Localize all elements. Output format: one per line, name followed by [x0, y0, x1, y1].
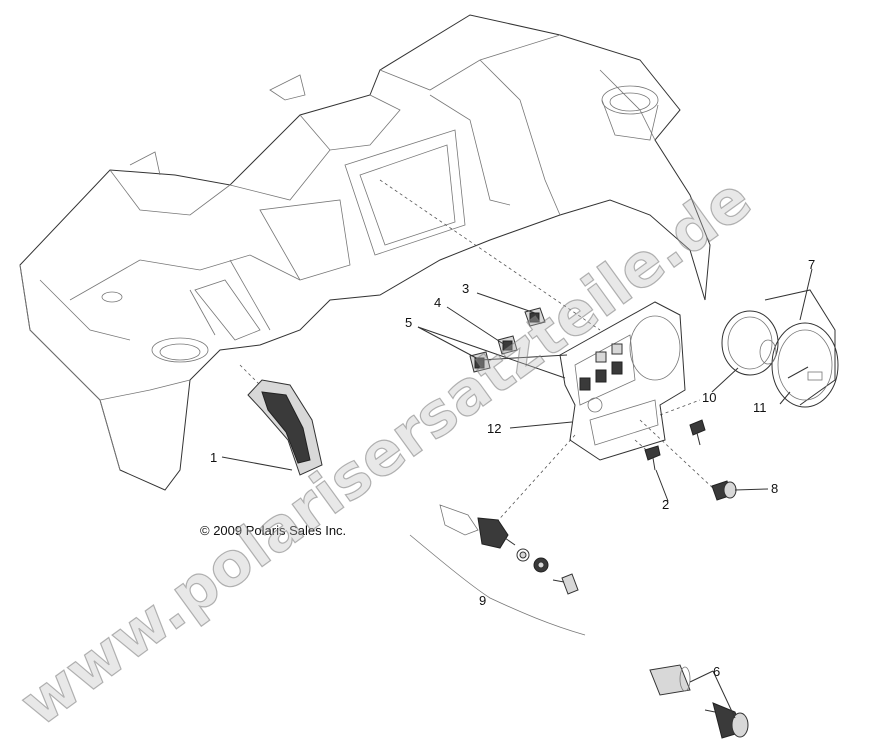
callout-9: 9: [479, 593, 486, 608]
callout-10: 10: [702, 390, 716, 405]
callout-4: 4: [434, 295, 441, 310]
part-3-switch: [524, 307, 546, 327]
callout-5: 5: [405, 315, 412, 330]
callout-11: 11: [753, 400, 767, 415]
part-10-gasket: [721, 310, 779, 376]
part-6-outlet-cap: [649, 664, 749, 739]
part-9-ignition: [409, 504, 586, 636]
callout-1: 1: [210, 450, 217, 465]
part-11-speedometer: [759, 289, 839, 408]
part-12-bezel: [559, 301, 686, 461]
callout-12: 12: [487, 421, 501, 436]
part-2-screws: [644, 419, 706, 471]
part-8-outlet: [711, 480, 737, 501]
callout-6: 6: [713, 664, 720, 679]
callout-2: 2: [662, 497, 669, 512]
copyright-text: © 2009 Polaris Sales Inc.: [200, 523, 346, 538]
part-4-switch: [497, 335, 518, 355]
dashboard-assembly: [19, 14, 711, 491]
callout-7: 7: [808, 257, 815, 272]
callout-labels: 1 2 3 4 5 6 7 8 9 10 11 12: [210, 257, 815, 679]
callout-8: 8: [771, 481, 778, 496]
callout-leaders: [221, 268, 813, 719]
callout-3: 3: [462, 281, 469, 296]
part-1-handle: [247, 379, 323, 476]
